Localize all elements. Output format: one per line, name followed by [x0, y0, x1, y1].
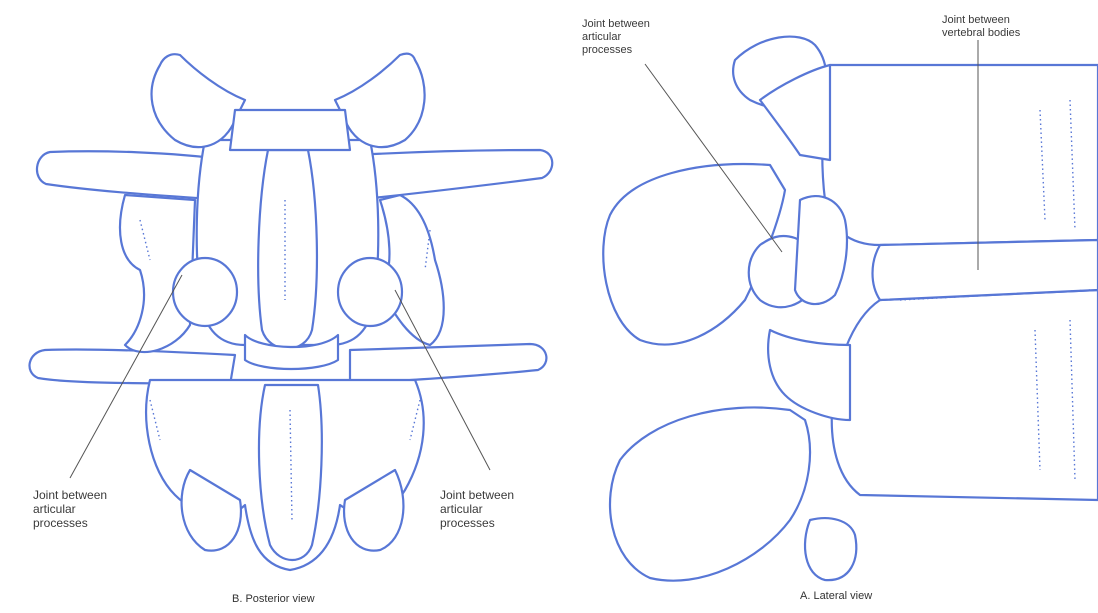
posterior-left-joint-label: Joint between articular processes — [33, 488, 107, 530]
lower-lateral-spinous-process — [610, 407, 810, 580]
lower-right-transverse-process — [350, 344, 546, 384]
upper-spinous-process — [258, 150, 317, 349]
upper-vertebral-body — [822, 65, 1098, 245]
posterior-right-label-line-3: processes — [440, 516, 514, 530]
left-facet-joint — [173, 258, 237, 326]
lower-vertebral-body — [832, 290, 1098, 500]
lateral-articular-label-line-1: Joint between — [582, 18, 650, 31]
right-facet-joint — [338, 258, 402, 326]
posterior-right-joint-label: Joint between articular processes — [440, 488, 514, 530]
left-superior-articular-process — [152, 54, 245, 147]
upper-right-transverse-process — [355, 150, 552, 200]
upper-central-arch — [230, 110, 350, 150]
intervertebral-disc — [873, 240, 1098, 300]
lateral-articular-label-line-2: articular — [582, 31, 650, 44]
lateral-bodies-label-line-1: Joint between — [942, 14, 1020, 27]
lower-lamina-lateral — [768, 330, 850, 420]
lateral-view-caption: A. Lateral view — [800, 590, 872, 602]
lateral-view-drawing — [603, 37, 1098, 581]
lateral-articular-label-line-3: processes — [582, 44, 650, 57]
lateral-articular-joint-label: Joint between articular processes — [582, 18, 650, 57]
posterior-view-caption: B. Posterior view — [232, 593, 315, 605]
posterior-left-label-line-2: articular — [33, 502, 107, 516]
lower-pedicle — [795, 196, 847, 304]
posterior-left-label-line-1: Joint between — [33, 488, 107, 502]
lateral-bodies-joint-label: Joint between vertebral bodies — [942, 14, 1020, 40]
posterior-right-label-line-1: Joint between — [440, 488, 514, 502]
lower-inferior-process — [805, 518, 856, 580]
posterior-right-label-line-2: articular — [440, 502, 514, 516]
posterior-left-label-line-3: processes — [33, 516, 107, 530]
lateral-bodies-label-line-2: vertebral bodies — [942, 27, 1020, 40]
